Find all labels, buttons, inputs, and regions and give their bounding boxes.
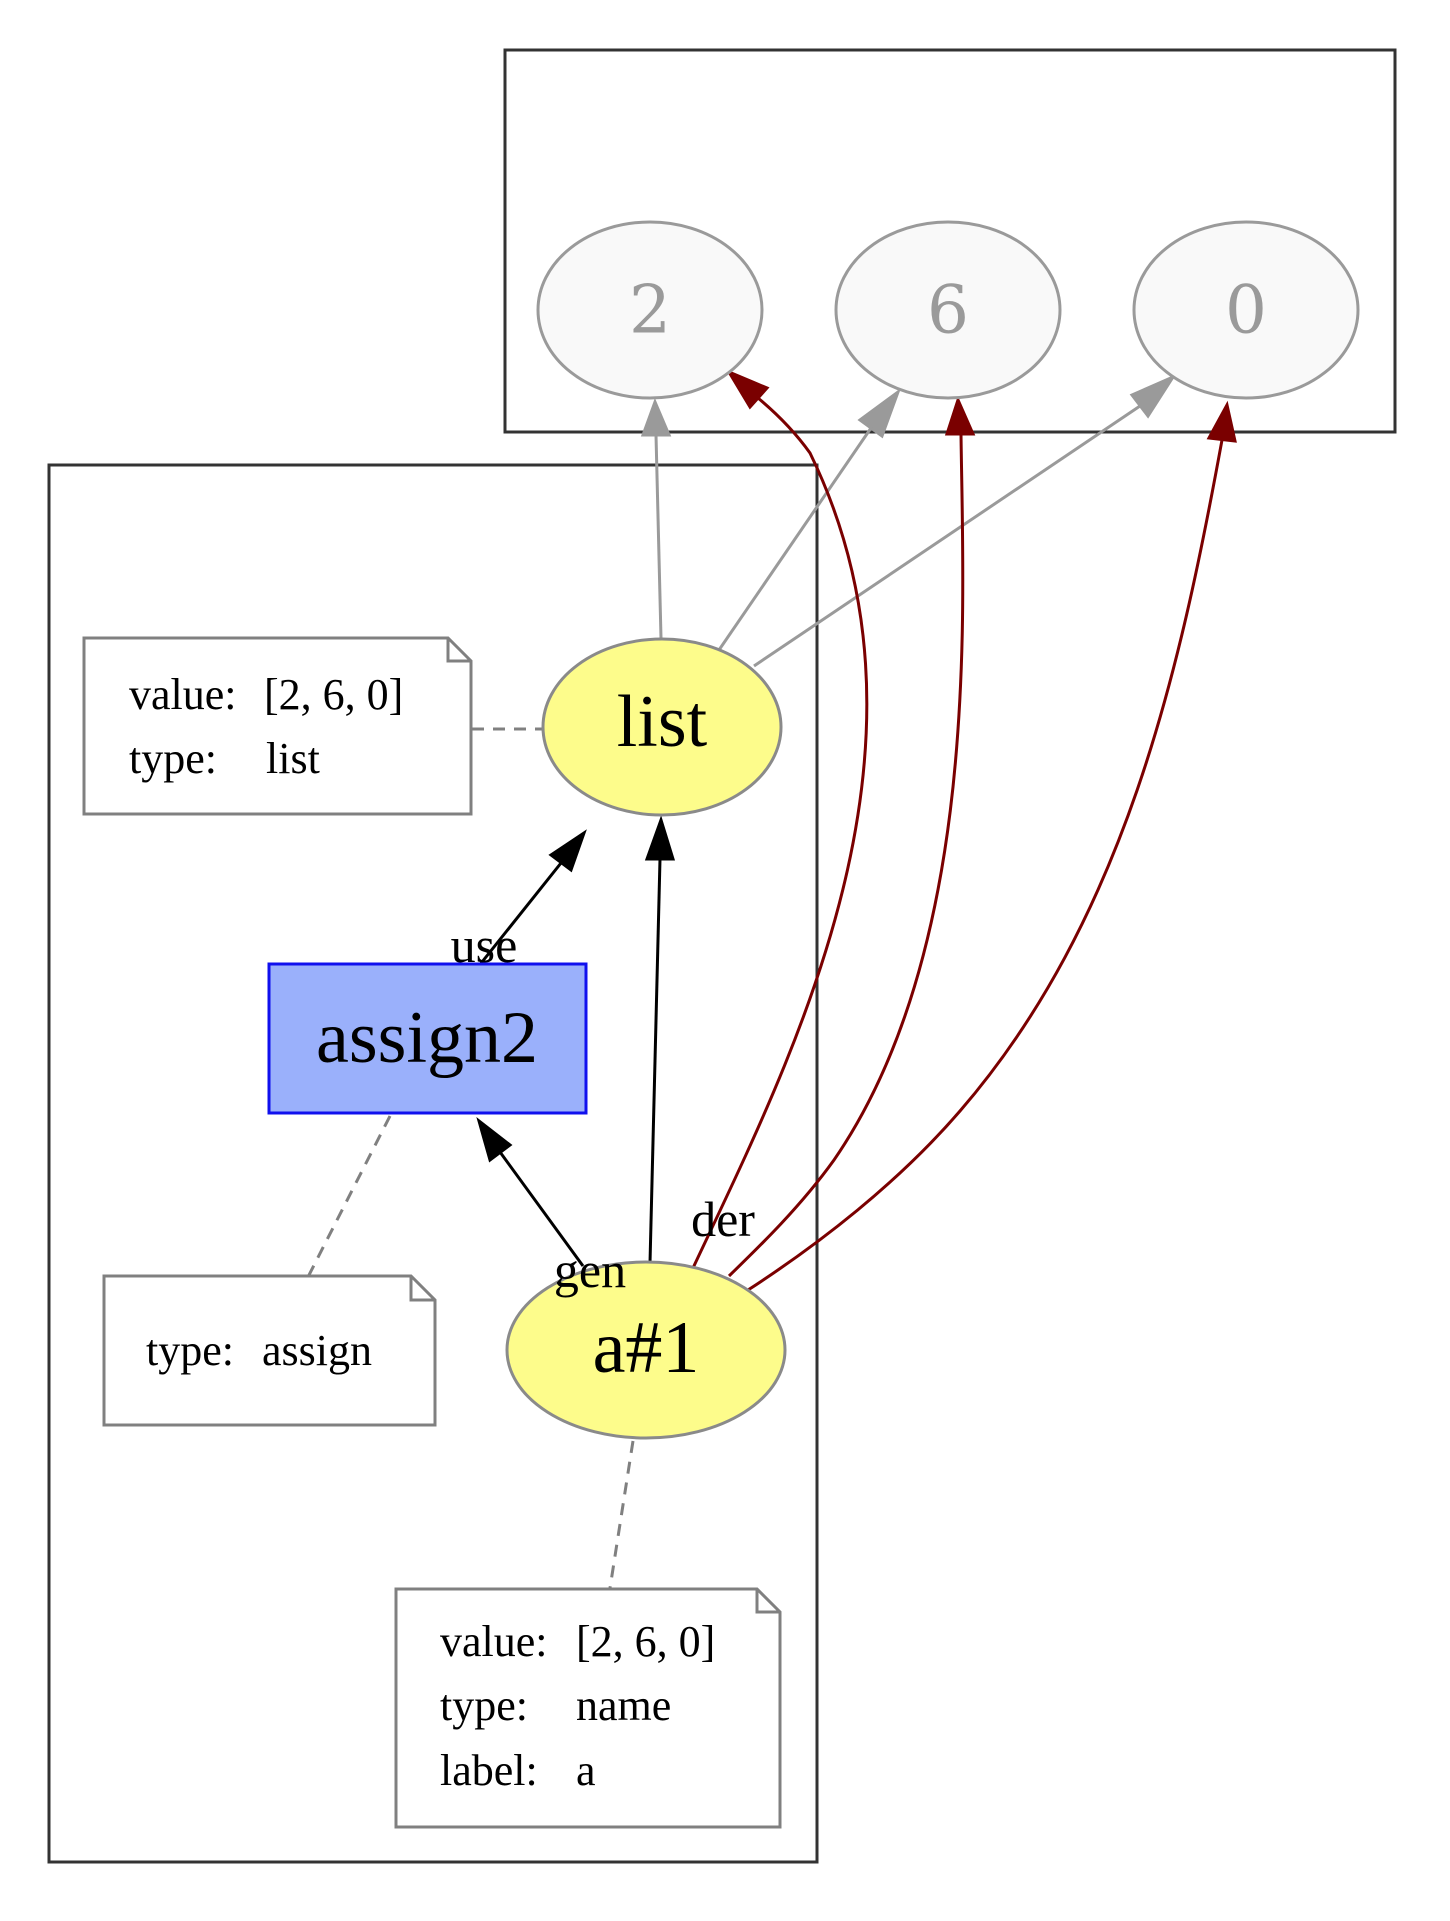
list-note: value: [2, 6, 0] type: list bbox=[82, 636, 473, 816]
literal-node: 0 bbox=[1132, 220, 1360, 400]
list-node: list bbox=[541, 637, 783, 817]
note-key: type: bbox=[146, 1326, 234, 1375]
a1-node-label: a#1 bbox=[593, 1307, 700, 1389]
a1-node: a#1 bbox=[505, 1260, 787, 1440]
note-value: list bbox=[266, 734, 320, 783]
note-key: label: bbox=[440, 1746, 538, 1795]
gen-edge-label: gen bbox=[554, 1242, 626, 1298]
der-edge-a1-to-0 bbox=[747, 400, 1237, 1292]
note-value: assign bbox=[262, 1326, 372, 1375]
assign-note-connector bbox=[306, 1115, 392, 1278]
edge-a1-to-list bbox=[644, 815, 676, 1264]
literal-node: 2 bbox=[536, 220, 764, 400]
literal-node: 6 bbox=[834, 220, 1062, 400]
use-edge-assign-to-list bbox=[476, 829, 587, 968]
edge-list-to-0 bbox=[753, 373, 1177, 668]
note-value: name bbox=[576, 1681, 671, 1730]
a1-note-connector bbox=[608, 1440, 635, 1589]
list-node-label: list bbox=[617, 681, 708, 763]
note-key: value: bbox=[440, 1617, 548, 1666]
der-edge-label: der bbox=[691, 1191, 755, 1247]
assign-note: type: assign bbox=[102, 1274, 437, 1427]
assign-node-label: assign2 bbox=[316, 997, 538, 1079]
der-edge-a1-to-6 bbox=[727, 395, 976, 1278]
edge-list-to-6 bbox=[717, 387, 902, 651]
note-value: a bbox=[576, 1746, 596, 1795]
edge-list-to-2 bbox=[640, 397, 672, 639]
note-key: value: bbox=[129, 670, 237, 719]
a1-note: value: [2, 6, 0] type: name label: a bbox=[394, 1587, 782, 1829]
note-value: [2, 6, 0] bbox=[576, 1617, 715, 1666]
literal-label: 2 bbox=[629, 272, 671, 349]
code-cluster bbox=[47, 463, 819, 1864]
literal-label: 6 bbox=[927, 272, 969, 349]
assign-node: assign2 bbox=[267, 962, 588, 1115]
der-edge-a1-to-2 bbox=[691, 368, 869, 1269]
note-value: [2, 6, 0] bbox=[264, 670, 403, 719]
note-key: type: bbox=[440, 1681, 528, 1730]
gen-edge-a1-to-assign bbox=[476, 1117, 585, 1267]
note-key: type: bbox=[129, 734, 217, 783]
literal-label: 0 bbox=[1225, 272, 1267, 349]
use-edge-label: use bbox=[451, 917, 518, 973]
